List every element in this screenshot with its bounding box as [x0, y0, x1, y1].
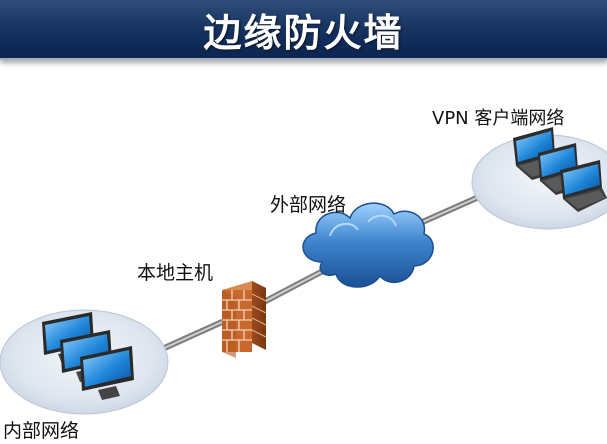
external-network-label: 外部网络 [270, 194, 347, 216]
vpn-client-network-node [471, 127, 607, 230]
laptop-icon [560, 160, 607, 212]
monitor-icon [80, 346, 134, 400]
vpn-client-network-label: VPN 客户端网络 [432, 108, 565, 129]
cloud-icon [302, 202, 434, 288]
internal-network-node [0, 309, 169, 415]
firewall-brick-icon [222, 281, 267, 358]
internal-network-label: 内部网络 [3, 420, 80, 442]
local-host-label: 本地主机 [137, 262, 214, 284]
page-title: 边缘防火墙 [203, 9, 404, 55]
title-bar: 边缘防火墙 [0, 0, 607, 60]
